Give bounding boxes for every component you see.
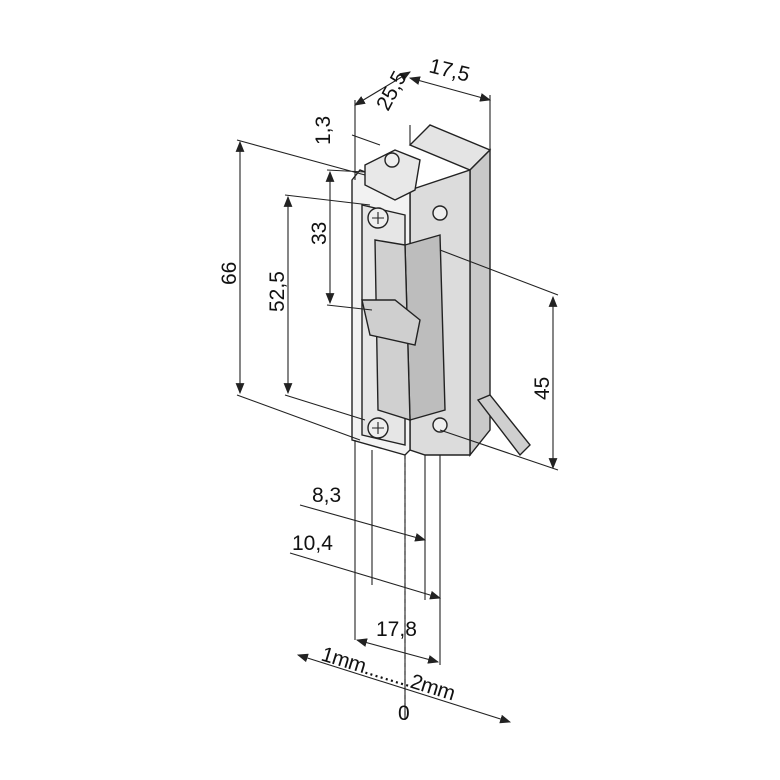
dim-8-3: 8,3	[312, 484, 341, 507]
dim-latch-height: 33	[308, 222, 331, 245]
dim-faceplate-width: 17,8	[376, 618, 417, 641]
dim-offset-top: 1,3	[312, 116, 335, 145]
dim-adjustment: 1mm.........2mm	[319, 643, 458, 705]
dimension-lines	[235, 71, 558, 724]
dim-screw-spacing: 52,5	[266, 271, 289, 312]
dim-total-height: 66	[218, 262, 241, 285]
dim-10-4: 10,4	[292, 532, 333, 555]
dim-zero: 0	[398, 702, 410, 725]
dim-body-height: 45	[531, 377, 554, 400]
strike-body	[351, 124, 531, 457]
dim-width-top: 17,5	[427, 55, 472, 87]
